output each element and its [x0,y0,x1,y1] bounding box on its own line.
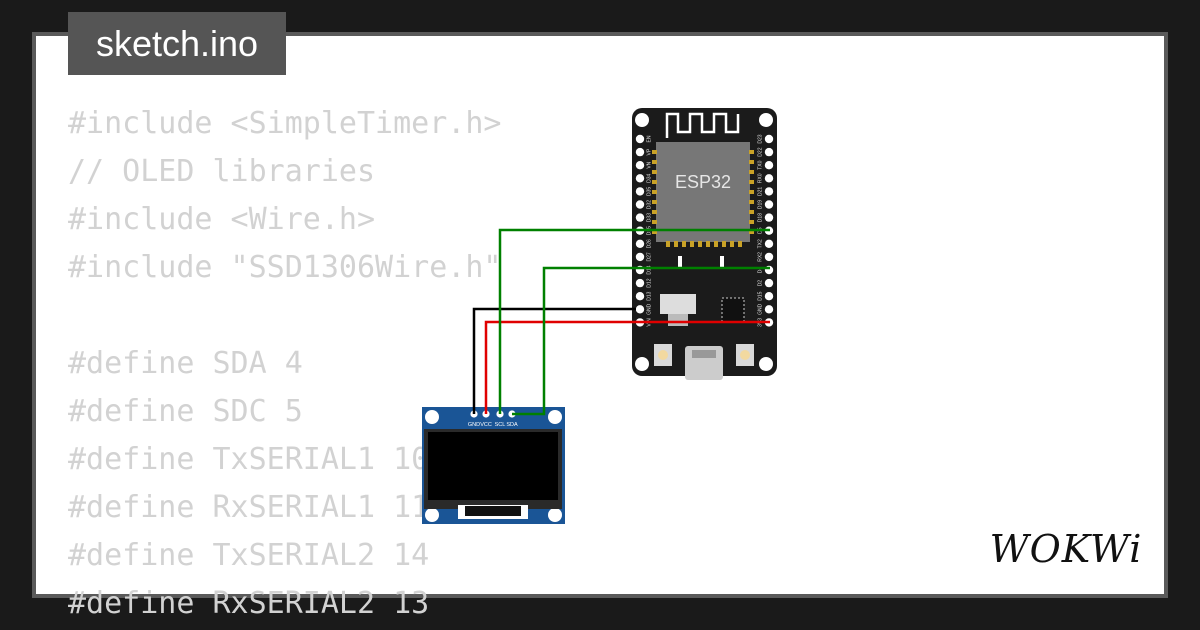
esp32-pin-vn[interactable] [635,161,645,170]
esp32-pin-label: D12 [647,278,653,287]
esp32-pin-label: VN [647,161,653,168]
wires [472,228,770,416]
esp32-pin-label: RX2 [758,252,764,262]
usb-chip [721,297,745,323]
oled-pin-label: SDA [506,422,518,428]
esp32-pin-d12[interactable] [635,278,645,288]
esp32-pin-label: D19 [758,200,764,209]
editor-panel: #include <SimpleTimer.h> // OLED librarie… [36,36,1164,621]
esp32-pin-d27[interactable] [635,252,645,262]
esp32-pin-d33[interactable] [635,213,645,222]
esp32-board[interactable]: ESP32 ENVPVND34D35D32D33D25D26D27D14D12D… [632,108,777,380]
esp32-pin-tx2[interactable] [764,239,774,248]
code-line: #define SDA 4 [68,346,303,381]
esp32-pin-d19[interactable] [764,200,774,209]
esp32-pin-gnd[interactable] [635,305,645,314]
code-line: #include "SSD1306Wire.h" [68,250,502,285]
esp32-pin-d32[interactable] [635,200,645,209]
oled-pin-label: SCL [495,422,506,428]
code-line: #include <SimpleTimer.h> [68,106,502,141]
esp32-pin-tx0[interactable] [764,161,774,170]
esp32-pin-d13[interactable] [635,292,645,301]
esp32-pin-label: GND [647,303,653,315]
wire-scl [498,228,770,414]
esp32-pin-label: D22 [758,147,764,156]
esp32-pin-label: VP [647,148,653,155]
code-line: #define RxSERIAL2 13 [68,586,430,621]
esp32-pin-d2[interactable] [764,278,774,288]
esp32-right-pin-header: D23D22TX0RX0D21D19D18D5TX2RX2D4D2D15GND3… [758,134,774,327]
esp32-pin-d18[interactable] [764,213,774,222]
esp32-pin-gnd[interactable] [764,305,774,314]
esp32-pin-label: D14 [647,265,653,274]
esp32-chip-label: ESP32 [675,172,731,192]
esp32-pin-rx2[interactable] [764,252,774,262]
esp32-pin-label: GND [758,303,764,315]
antenna-trace [665,112,740,138]
esp32-pin-vp[interactable] [635,147,645,157]
esp32-pin-label: D21 [758,187,764,196]
esp32-pin-label: D4 [758,267,764,274]
file-tab-label: sketch.ino [95,22,259,64]
esp32-module [656,142,750,242]
esp32-pin-label: D34 [647,174,653,183]
esp32-pin-d34[interactable] [635,174,645,183]
code-line: // OLED libraries [68,154,376,189]
esp32-pin-rx0[interactable] [764,174,774,183]
code-editor[interactable]: #include <SimpleTimer.h> // OLED librarie… [68,100,501,628]
module-castellations [652,150,754,247]
wire-vcc [484,320,770,414]
oled-pin-label: GND [468,422,480,428]
code-line: #define TxSERIAL1 10 [68,442,430,477]
esp32-pin-label: D27 [647,252,653,261]
wire-sda [512,266,770,416]
code-line: #include <Wire.h> [68,202,376,237]
esp32-pin-label: D13 [647,291,653,300]
esp32-pin-d23[interactable] [764,134,774,144]
voltage-regulator [660,294,696,314]
esp32-pin-d22[interactable] [764,147,774,157]
code-line: #define SDC 5 [68,394,303,429]
esp32-pin-label: TX2 [758,239,764,248]
oled-screen [428,432,558,500]
esp32-pin-d35[interactable] [635,187,645,196]
esp32-pin-label: D26 [647,239,653,248]
esp32-pin-d26[interactable] [635,239,645,248]
code-line: #define RxSERIAL1 11 [68,490,430,525]
esp32-pin-en[interactable] [635,134,645,144]
esp32-pin-label: D2 [758,280,764,287]
oled-ribbon [465,506,521,516]
esp32-pin-label: D18 [758,213,764,222]
esp32-pin-label: D35 [647,187,653,196]
esp32-pin-label: D32 [647,200,653,209]
esp32-pin-label: EN [647,135,653,142]
wokwi-logo-text: WOKWi [990,527,1143,571]
oled-pin-label: VCC [480,422,492,428]
code-line: #define TxSERIAL2 14 [68,538,430,573]
wire-gnd [472,307,636,414]
esp32-pin-d15[interactable] [764,292,774,301]
esp32-pin-label: D23 [758,134,764,143]
esp32-pin-label: RX0 [758,173,764,183]
esp32-pin-label: TX0 [758,160,764,169]
esp32-pin-label: D15 [758,291,764,300]
file-tab[interactable]: sketch.ino [68,12,286,75]
esp32-pin-label: D33 [647,213,653,222]
esp32-pin-d21[interactable] [764,187,774,196]
wokwi-logo: WOKWi [990,527,1143,571]
